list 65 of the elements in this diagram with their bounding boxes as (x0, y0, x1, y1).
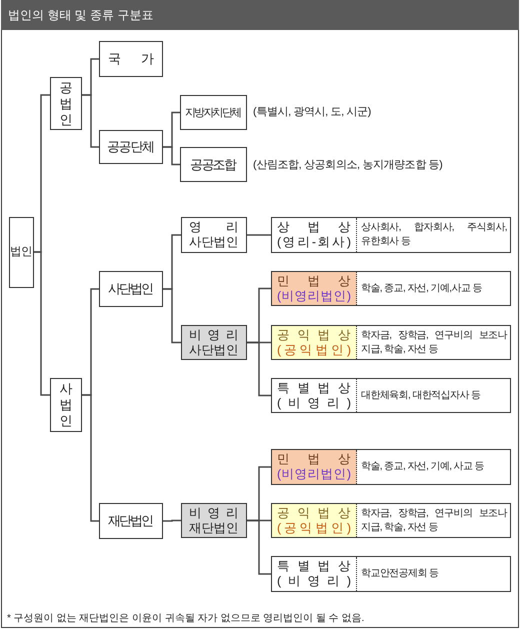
description-text: 상사회사, 합자회사, 주식회사, 유한회사 등 (361, 221, 507, 249)
connector-line (247, 234, 271, 236)
category-box (99, 503, 163, 539)
row-label: (공익법인) (277, 520, 351, 536)
row-label: (비영리법인) (277, 467, 351, 482)
beside-note: (특별시, 광역시, 도, 시군) (253, 105, 371, 120)
category-box (50, 77, 82, 130)
box-label: 공공단체 (107, 139, 155, 155)
category-box (50, 378, 82, 432)
row-label: 민법상 (277, 274, 351, 288)
row-label: (비영리법인) (277, 288, 351, 304)
row-label: (공익법인) (277, 342, 351, 358)
row-label: 공익법상 (277, 506, 351, 520)
box-label: 지방자치단체 (185, 106, 242, 120)
category-box (180, 147, 247, 182)
box-label: 공 법 인 (58, 80, 74, 128)
box-label: 국가 (108, 51, 154, 67)
category-box (99, 271, 163, 307)
row-label: 상법상 (277, 220, 351, 235)
connector-line (247, 342, 271, 396)
box-label: 재단법인 (108, 513, 154, 529)
connector-line (163, 146, 180, 166)
box-label: 비영리 재단법인 (189, 506, 239, 536)
box-label: 영리 사단법인 (189, 220, 239, 250)
category-row (271, 449, 511, 485)
connector-line (82, 94, 99, 148)
description-text: 학교안전공제회 등 (361, 567, 440, 581)
row-label: 민법상 (277, 452, 351, 466)
connector-line (163, 520, 181, 522)
connector-line (247, 520, 271, 575)
box-label: 비영리 사단법인 (189, 328, 239, 358)
category-box (99, 41, 163, 77)
row-label: (비영리) (277, 396, 351, 410)
description-text: 대한체육회, 대한적십자사 등 (361, 388, 482, 402)
category-row (271, 271, 511, 306)
category-row (271, 556, 511, 592)
box-label: 법인 (10, 245, 33, 260)
category-box (180, 95, 247, 130)
row-label: 특별법상 (277, 380, 351, 396)
category-box (9, 217, 34, 288)
description-text: 학자금, 장학금, 연구비의 보조나 지급, 학술, 자선 등 (361, 328, 507, 356)
footnote: * 구성원이 없는 재단법인은 이윤이 귀속될 자가 없으므로 영리법인이 될 수 없음. (7, 612, 364, 625)
description-text: 학술, 종교, 자선, 기예, 사교 등 (361, 460, 486, 474)
category-box (181, 325, 247, 360)
category-box (181, 503, 247, 538)
box-label: 공공조합 (190, 156, 237, 172)
connector-line (82, 394, 99, 522)
category-box (99, 130, 163, 164)
description-text: 학자금, 장학금, 연구비의 보조나 지급, 학술, 자선 등 (361, 506, 507, 534)
row-label: 특별법상 (277, 559, 351, 574)
box-label: 사 법 인 (58, 381, 74, 429)
category-row (271, 378, 511, 413)
category-row (271, 325, 511, 360)
connector-line (34, 251, 50, 396)
beside-note: (산림조합, 상공회의소, 농지개량조합 등) (253, 158, 442, 173)
row-label: 공익법상 (277, 328, 351, 342)
box-label: 사단법인 (108, 281, 154, 297)
connector-line (163, 288, 181, 344)
row-label: (비영리) (277, 574, 351, 589)
category-row (271, 217, 511, 253)
row-label: (영리-회사) (277, 235, 351, 250)
category-box (181, 217, 247, 253)
title: 법인의 형태 및 종류 구분표 (8, 7, 154, 23)
description-text: 학술, 종교, 자선, 기예,사교 등 (361, 282, 483, 296)
category-row (271, 503, 511, 538)
